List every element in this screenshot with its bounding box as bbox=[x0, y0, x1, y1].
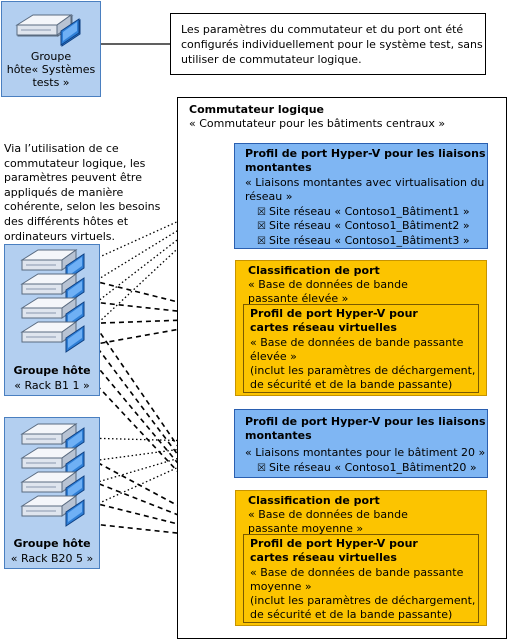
callout-line2: configurés individuellement pour le syst… bbox=[181, 38, 483, 51]
side-note: Via l’utilisation de ce commutateur logi… bbox=[4, 142, 174, 244]
uplink-2-desc: « Liaisons montantes pour le bâtiment 20… bbox=[245, 446, 486, 459]
host-group-rack-b1-title: Groupe hôte bbox=[13, 364, 91, 377]
classification-2-desc-line2: passante moyenne » bbox=[248, 522, 364, 535]
logical-switch-title: Commutateur logique bbox=[189, 103, 325, 116]
vnic-1-note-line1: (inclut les paramètres de déchargement, bbox=[250, 364, 476, 377]
classification-1-title: Classification de port bbox=[248, 264, 380, 277]
uplink-1-site-3-label: Site réseau « Contoso1_Bâtiment3 » bbox=[268, 234, 470, 247]
checkbox-icon: ☒ bbox=[257, 463, 266, 474]
dotted-line-b20-2 bbox=[83, 441, 235, 463]
side-note-line3: paramètres peuvent être bbox=[4, 171, 142, 185]
host-group-label-line2: hôte« Systèmes bbox=[6, 63, 96, 76]
side-note-line4: appliqués de manière bbox=[4, 185, 124, 199]
host-group-rack-b20-name: « Rack B20 5 » bbox=[10, 552, 94, 565]
logical-switch-subtitle: « Commutateur pour les bâtiments centrau… bbox=[189, 117, 446, 130]
dashed-line-b20-c2-1 bbox=[73, 449, 243, 541]
vnic-2-desc-line2: moyenne » bbox=[250, 580, 312, 593]
dashed-line-b1-c1-4 bbox=[73, 317, 243, 349]
dashed-line-b20-c2-2 bbox=[73, 473, 243, 541]
callout-line1: Les paramètres du commutateur et du port… bbox=[181, 23, 464, 36]
test-system-callout: Les paramètres du commutateur et du port… bbox=[170, 13, 486, 75]
side-note-line2: commutateur logique, les bbox=[4, 156, 146, 170]
dashed-line-b1-c1-3 bbox=[73, 317, 243, 325]
checkbox-icon: ☒ bbox=[257, 236, 266, 247]
side-note-line7: ordinateurs virtuels. bbox=[4, 229, 116, 243]
side-note-line5: cohérente, selon les besoins bbox=[4, 200, 161, 214]
uplink-1-title-line2: montantes bbox=[245, 161, 312, 174]
uplink-port-profile-2: Profil de port Hyper-V pour les liaisons… bbox=[234, 409, 488, 478]
vnic-2-title-line1: Profil de port Hyper-V pour bbox=[250, 537, 418, 550]
host-group-test-systems: Groupe hôte« Systèmes tests » bbox=[1, 1, 101, 97]
dashed-line-b20-c2-4 bbox=[73, 521, 243, 541]
side-note-line6: des différents hôtes et bbox=[4, 214, 129, 228]
callout-line3: utiliser de commutateur logique. bbox=[181, 53, 362, 66]
uplink-2-site-label: Site réseau « Contoso1_Bâtiment20 » bbox=[268, 461, 477, 474]
uplink-1-desc-line1: « Liaisons montantes avec virtualisation… bbox=[245, 176, 485, 189]
host-group-rack-b20-title: Groupe hôte bbox=[13, 537, 91, 550]
uplink-1-title-line1: Profil de port Hyper-V pour les liaisons bbox=[245, 147, 486, 160]
vnic-2-title-line2: cartes réseau virtuelles bbox=[250, 551, 397, 564]
classification-1-desc-line2: passante élevée » bbox=[248, 292, 349, 305]
uplink-port-profile-1: Profil de port Hyper-V pour les liaisons… bbox=[234, 143, 488, 249]
port-classification-1: Classification de port « Base de données… bbox=[235, 260, 487, 396]
vnic-port-profile-2: Profil de port Hyper-V pour cartes résea… bbox=[243, 534, 479, 623]
vnic-2-note-line2: de sécurité et de la bande passante) bbox=[250, 608, 453, 621]
uplink-1-site-1: ☒Site réseau « Contoso1_Bâtiment1 » bbox=[257, 204, 470, 220]
dashed-line-b1-c1-2 bbox=[73, 299, 243, 319]
checkbox-icon: ☒ bbox=[257, 207, 266, 218]
port-classification-2: Classification de port « Base de données… bbox=[235, 490, 487, 626]
server-icon bbox=[17, 15, 81, 47]
checkbox-icon: ☒ bbox=[257, 221, 266, 232]
host-group-rack-b1: Groupe hôte « Rack B1 1 » bbox=[4, 244, 100, 396]
uplink-1-site-2-label: Site réseau « Contoso1_Bâtiment2 » bbox=[268, 219, 470, 232]
classification-1-desc-line1: « Base de données de bande bbox=[248, 278, 408, 291]
uplink-2-site: ☒Site réseau « Contoso1_Bâtiment20 » bbox=[257, 460, 477, 476]
host-group-label-line1: Groupe bbox=[30, 50, 72, 63]
side-note-line1: Via l’utilisation de ce bbox=[4, 142, 119, 155]
uplink-1-site-1-label: Site réseau « Contoso1_Bâtiment1 » bbox=[268, 205, 470, 218]
vnic-1-note-line2: de sécurité et de la bande passante) bbox=[250, 378, 453, 391]
uplink-1-site-3: ☒Site réseau « Contoso1_Bâtiment3 » bbox=[257, 233, 470, 249]
vnic-2-note-line1: (inclut les paramètres de déchargement, bbox=[250, 594, 476, 607]
uplink-2-title-line2: montantes bbox=[245, 429, 312, 442]
vnic-2-desc-line1: « Base de données de bande passante bbox=[250, 566, 464, 579]
uplink-2-title-line1: Profil de port Hyper-V pour les liaisons bbox=[245, 415, 486, 428]
uplink-1-site-2: ☒Site réseau « Contoso1_Bâtiment2 » bbox=[257, 218, 470, 234]
classification-2-title: Classification de port bbox=[248, 494, 380, 507]
uplink-1-desc-line2: réseau » bbox=[245, 190, 293, 203]
host-group-rack-b1-name: « Rack B1 1 » bbox=[14, 379, 90, 392]
host-group-rack-b20: Groupe hôte « Rack B20 5 » bbox=[4, 417, 100, 569]
classification-2-desc-line1: « Base de données de bande bbox=[248, 508, 408, 521]
dotted-line-b1-2 bbox=[83, 195, 235, 289]
vnic-1-desc-line1: « Base de données de bande passante bbox=[250, 336, 464, 349]
vnic-1-title-line2: cartes réseau virtuelles bbox=[250, 321, 397, 334]
vnic-1-desc-line2: élevée » bbox=[250, 350, 297, 363]
host-group-label-line3: tests » bbox=[32, 76, 70, 89]
vnic-1-title-line1: Profil de port Hyper-V pour bbox=[250, 307, 418, 320]
vnic-port-profile-1: Profil de port Hyper-V pour cartes résea… bbox=[243, 304, 479, 393]
